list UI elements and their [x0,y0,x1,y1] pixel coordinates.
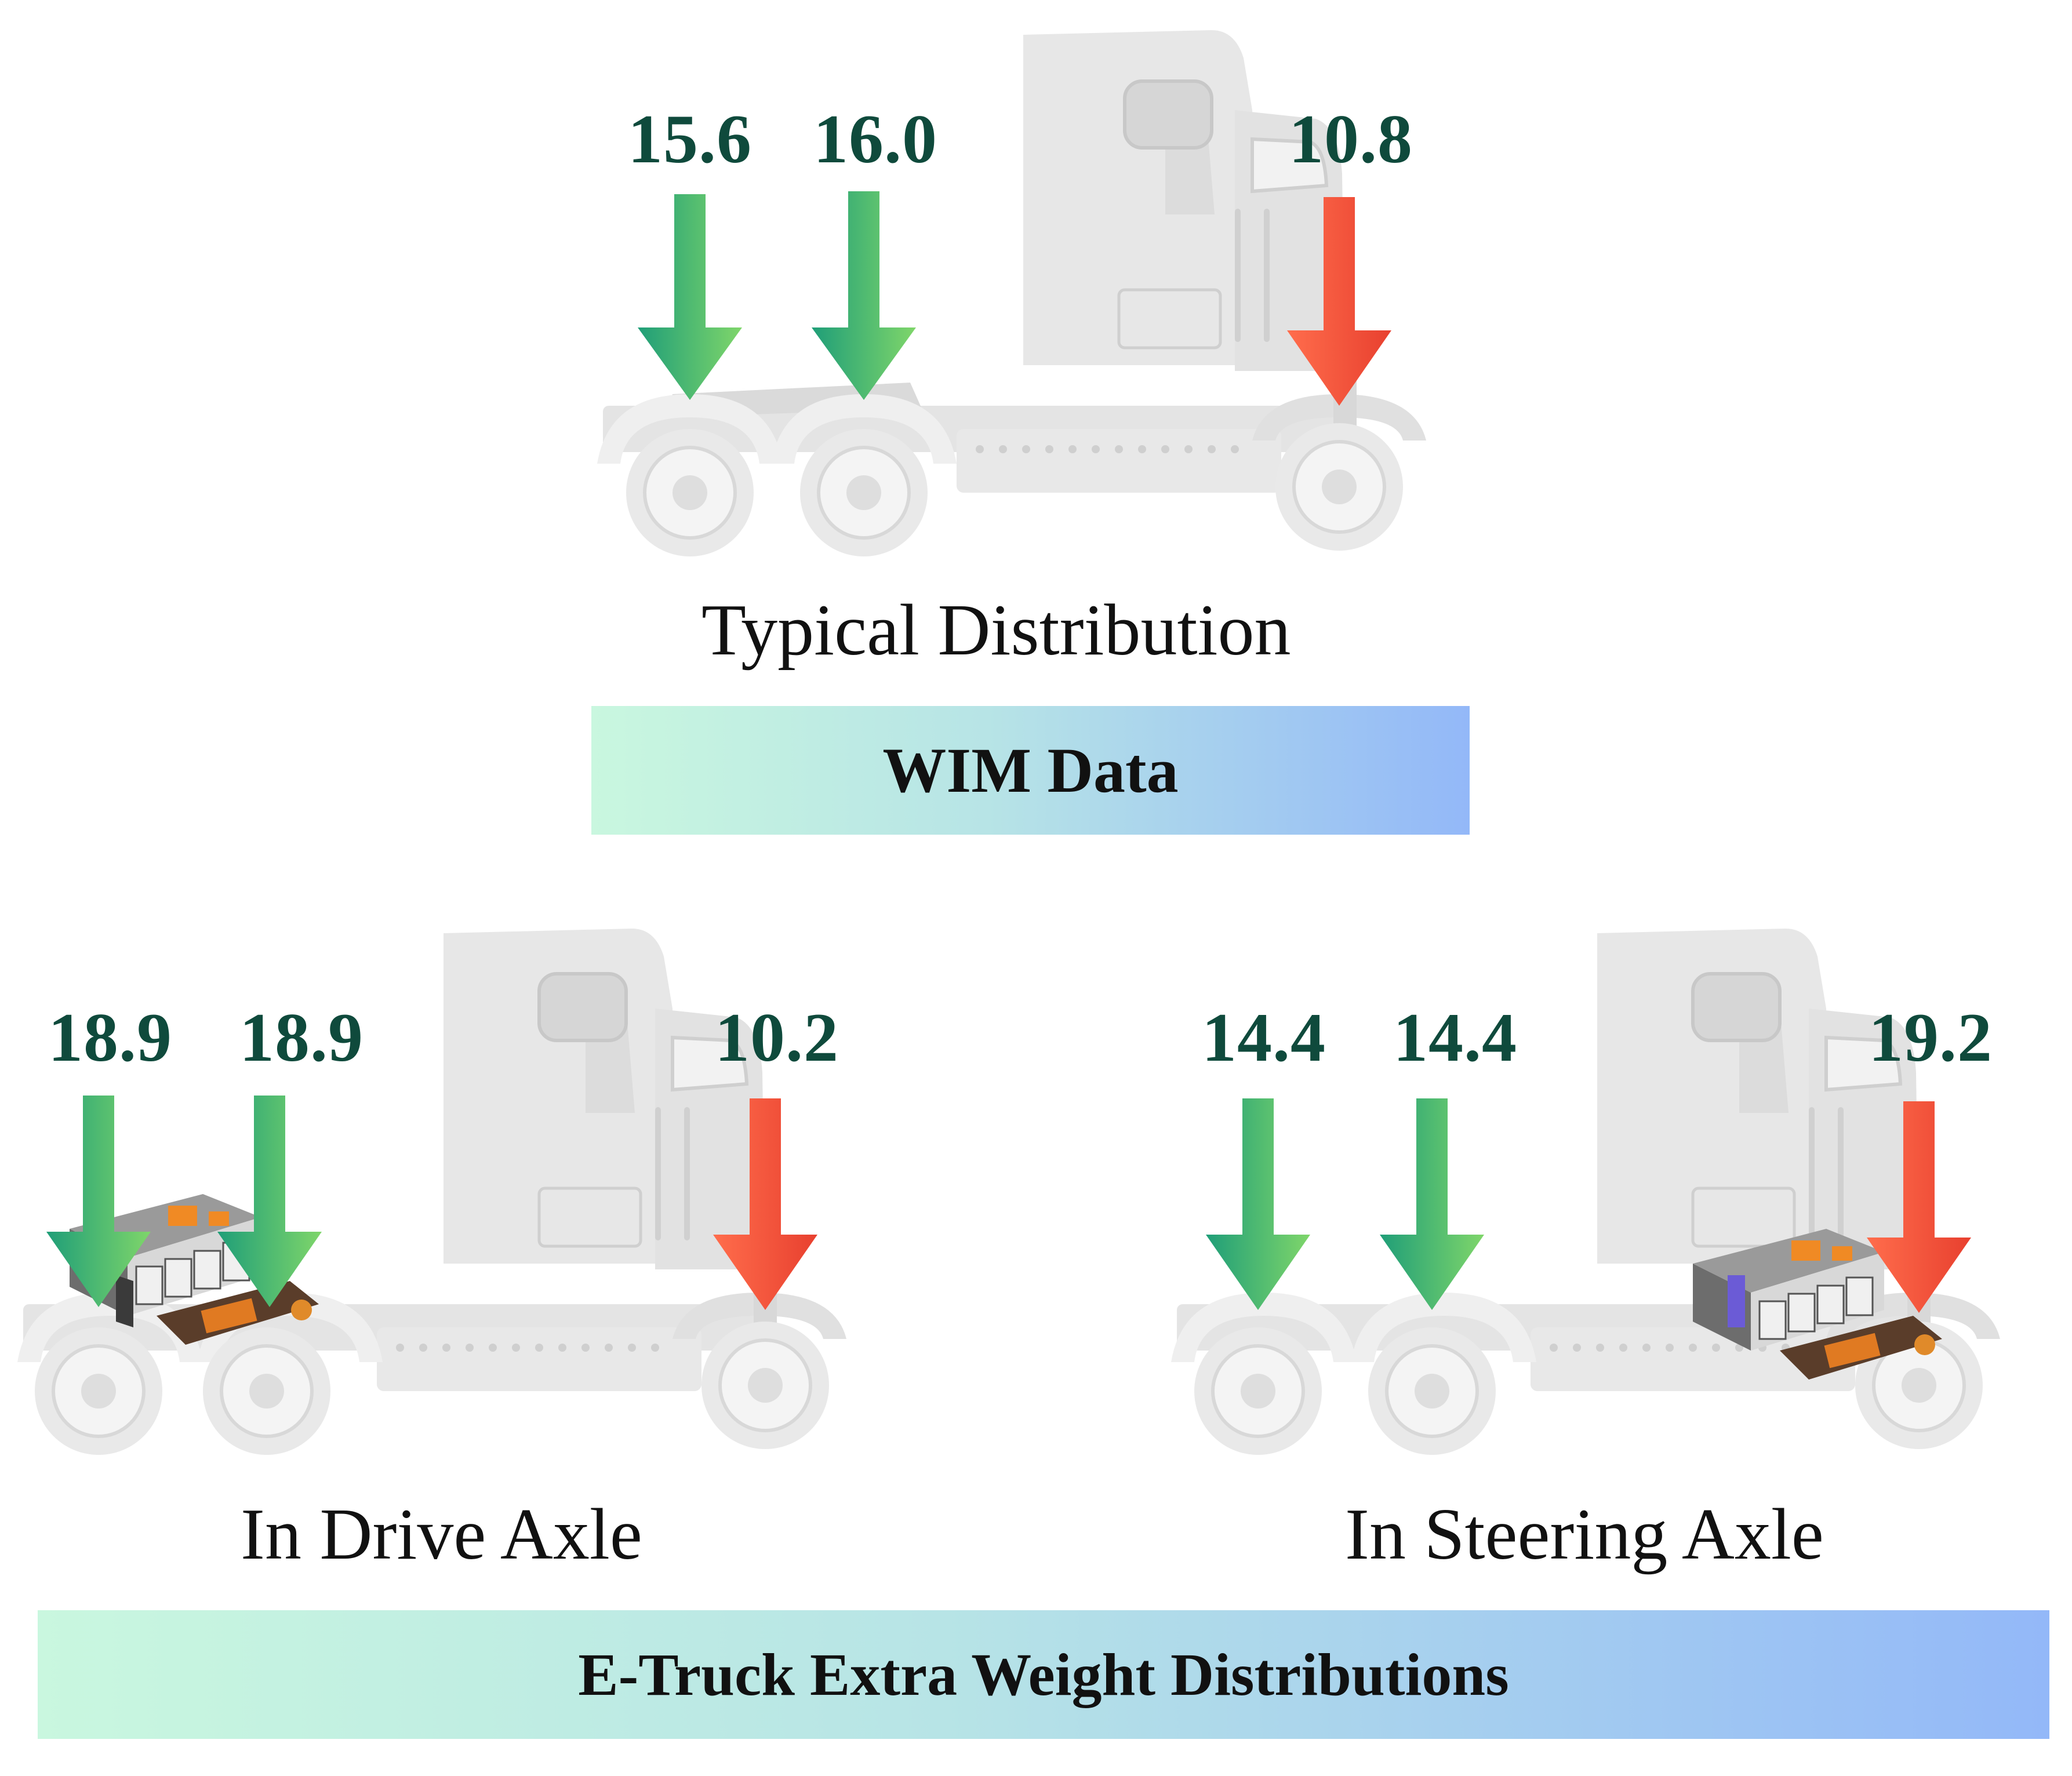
load-value: 14.4 [1393,999,1517,1076]
down-arrow-icon [812,191,916,400]
down-arrow-icon [713,1098,817,1310]
caption-in-steering-axle: In Steering Axle [1345,1494,1824,1575]
load-value: 18.9 [239,999,363,1076]
banner-wim-data: WIM Data [591,706,1470,835]
load-value: 19.2 [1869,999,1993,1076]
panel-drive-axle: 18.9 18.9 10.2 [12,927,899,1461]
load-value: 18.9 [48,999,172,1076]
wheels [626,423,1403,556]
battery-pack-illustration [1693,1229,1942,1380]
truck-body [17,929,846,1391]
down-arrow-icon [638,194,742,400]
truck-illustration-steering-axle [1171,929,2000,1455]
truck-illustration-drive-axle [17,929,846,1455]
load-value: 14.4 [1202,999,1326,1076]
truck-body [597,30,1426,493]
banner-etruck-extra-weight: E-Truck Extra Weight Distributions [38,1610,2049,1739]
panel-typical-distribution: 15.6 16.0 10.8 [586,23,1473,556]
load-value: 10.8 [1289,100,1413,177]
caption-typical-distribution: Typical Distribution [701,590,1291,671]
down-arrow-icon [1206,1098,1310,1310]
down-arrow-icon [46,1096,151,1307]
down-arrow-icon [1380,1098,1484,1310]
truck-illustration-wim [597,30,1426,556]
down-arrow-icon [217,1096,322,1307]
caption-in-drive-axle: In Drive Axle [241,1494,642,1575]
truck-body [1171,929,2000,1391]
wheels [35,1322,829,1455]
down-arrow-icon [1287,197,1391,406]
load-value: 16.0 [813,100,937,177]
panel-steering-axle: 14.4 14.4 19.2 [1165,927,2052,1461]
load-value: 10.2 [715,999,839,1076]
wheels [1194,1322,1983,1455]
down-arrow-icon [1867,1101,1971,1313]
load-value: 15.6 [628,100,752,177]
